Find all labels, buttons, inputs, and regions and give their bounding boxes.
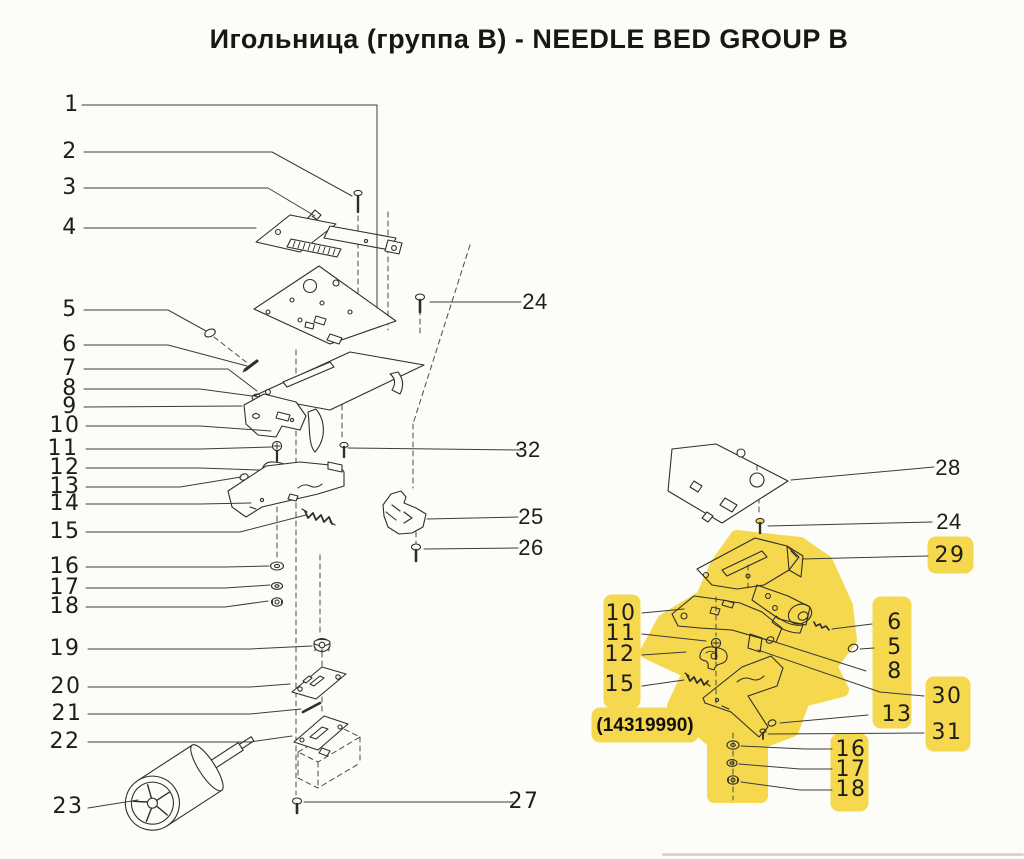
leader-lines-left [81,104,522,809]
callout-12-right: 12 [604,642,636,667]
callout-1: 1 [64,92,80,117]
part-screw-24-left [414,293,426,314]
callout-11: 11 [47,436,79,461]
callout-13: 13 [49,474,81,499]
callout-28-right: 28 [935,455,961,480]
callout-7: 7 [62,356,78,381]
page-title: Игольница (группа B) - NEEDLE BED GROUP … [209,24,849,54]
callout-17: 17 [49,575,81,600]
part-spring-15 [301,508,336,526]
callout-17-right: 17 [835,757,867,782]
part-screw-11 [271,440,283,463]
part-number-label: (14319990) [596,715,694,736]
part-screw-24-right [755,517,765,535]
callout-16-right: 16 [835,737,867,762]
callout-22: 22 [49,729,81,754]
callout-8-right: 8 [887,659,903,684]
callout-5: 5 [62,297,78,322]
highlight-box-29 [927,536,974,574]
part-washer-17 [270,582,284,590]
part-clamp-25 [382,490,427,535]
callout-27: 27 [508,789,540,814]
callout-18-right: 18 [835,777,867,802]
part-cam-12-right [699,646,728,671]
highlight-box-16-group [830,733,869,812]
callout-15: 15 [49,519,81,544]
part-oval-5 [204,328,216,338]
callout-26: 26 [518,535,544,560]
part-slide-bar-7 [253,351,425,453]
part-screw-32 [339,441,349,459]
part-plate-10 [671,595,783,653]
callout-31-right: 31 [931,720,963,745]
callout-11-right: 11 [605,621,637,646]
part-nut-18 [270,597,284,607]
part-nut-19 [313,638,331,654]
part-lever-29 [696,537,813,634]
right-exploded-view [641,443,935,801]
callout-9: 9 [62,394,78,419]
callout-5-right: 5 [887,635,903,660]
part-washer-17-right [726,759,738,767]
callout-24: 24 [522,289,548,314]
part-oval-8-right [765,636,775,644]
part-v-plate-14 [227,461,345,518]
callout-32: 32 [515,437,541,462]
part-plate-22 [293,715,349,757]
callout-12: 12 [49,455,81,480]
part-washer-16 [269,561,285,571]
callout-14: 14 [49,491,81,516]
callout-6: 6 [62,332,78,357]
part-spring-15-right [684,672,711,687]
callout-29-right: 29 [934,543,966,568]
callout-20: 20 [50,674,82,699]
callout-3: 3 [62,175,78,200]
part-pin-6 [242,359,259,373]
callout-16: 16 [49,554,81,579]
part-spring-6 [813,621,830,631]
highlight-overlay [591,530,974,812]
part-screw-26 [410,543,422,563]
part-nut-18-right [726,775,740,785]
highlight-box-partnum [591,707,699,743]
left-exploded-view [81,104,522,831]
part-plate-4 [255,214,403,258]
callout-24-right: 24 [936,509,962,534]
part-oval-5-right [847,643,859,653]
callout-10-right: 10 [605,601,637,626]
callout-21: 21 [51,701,83,726]
scan-artifact-line [662,853,1024,856]
part-pin-21 [301,701,322,714]
callout-8: 8 [62,376,78,401]
callout-6-right: 6 [887,610,903,635]
part-screw-2 [353,189,363,214]
part-v-plate-13-31 [702,655,784,740]
callout-30-right: 30 [931,684,963,709]
callout-2: 2 [62,139,78,164]
part-plate-20 [291,666,347,700]
callout-13-right: 13 [881,702,913,727]
highlight-box-30-31 [925,676,971,752]
callout-10: 10 [49,413,81,438]
part-washer-16-right [726,740,740,750]
leader-lines-right [641,466,935,791]
highlight-box-6-group [872,596,912,729]
callout-18: 18 [49,594,81,619]
callout-19: 19 [49,636,81,661]
part-main-plate-1 [253,265,397,345]
callout-15-right: 15 [604,672,636,697]
callout-4: 4 [62,215,78,240]
part-plate-28 [667,443,789,524]
part-screw-27 [291,797,303,815]
part-motor-23 [124,736,255,831]
callout-25: 25 [518,504,544,529]
callout-23: 23 [52,794,84,819]
